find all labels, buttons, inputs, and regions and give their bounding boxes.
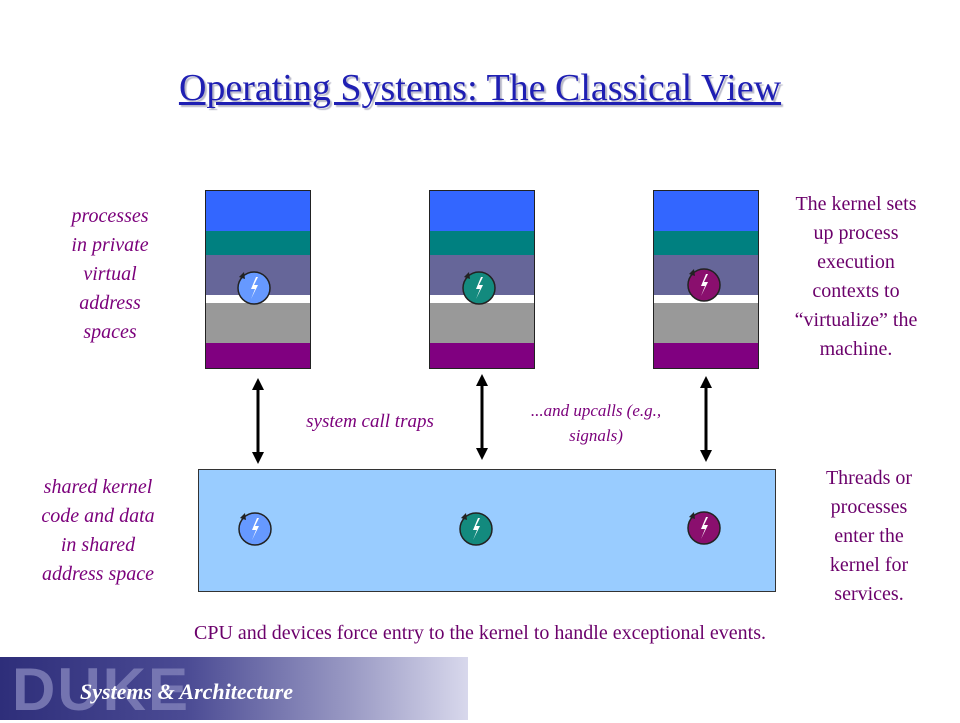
lightning-thread-icon: [687, 268, 721, 302]
process-stack-2: [429, 190, 535, 369]
process-stack-1: [205, 190, 311, 369]
lightning-thread-icon: [459, 512, 493, 546]
cpu-devices-caption: CPU and devices force entry to the kerne…: [193, 622, 767, 644]
upcalls-label: ...and upcalls (e.g., signals): [530, 401, 662, 445]
double-arrow-icon: [252, 378, 264, 464]
shared-kernel-label: shared kernel code and data in shared ad…: [41, 476, 155, 585]
threads-enter-label: Threads or processes enter the kernel fo…: [825, 467, 913, 605]
lightning-thread-icon: [462, 271, 496, 305]
process-stack-3: [653, 190, 759, 369]
footer-banner: [0, 657, 468, 720]
footer-subtitle: Systems & Architecture: [80, 679, 294, 704]
lightning-thread-icon: [238, 512, 272, 546]
duke-logo: DUKE: [12, 656, 191, 723]
system-call-traps-label: system call traps: [306, 411, 434, 432]
double-arrow-icon: [700, 376, 712, 462]
lightning-thread-icon: [237, 271, 271, 305]
page-title: Operating Systems: The Classical View: [178, 67, 782, 109]
processes-label: processes in private virtual address spa…: [71, 205, 149, 343]
lightning-thread-icon: [687, 511, 721, 545]
kernel-virtualize-label: The kernel sets up process execution con…: [794, 193, 918, 360]
double-arrow-icon: [476, 374, 488, 460]
